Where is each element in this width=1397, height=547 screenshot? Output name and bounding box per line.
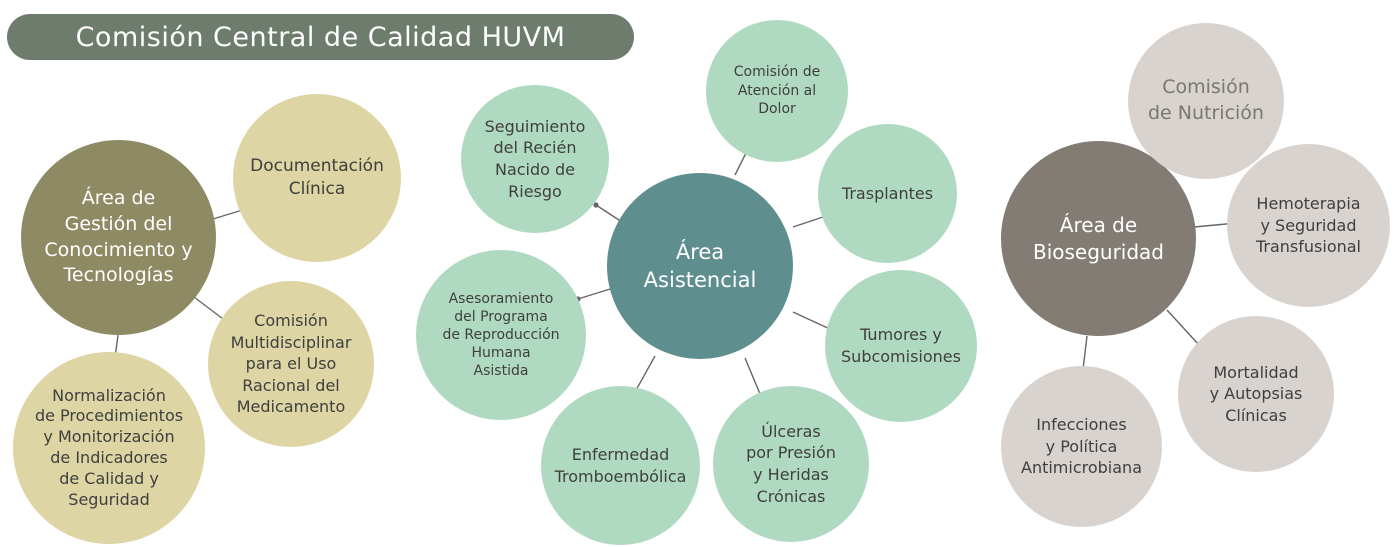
node-ulceras-label: Úlceras por Presión y Heridas Crónicas (746, 421, 836, 506)
node-ulceras-presion: Úlceras por Presión y Heridas Crónicas (713, 386, 869, 542)
node-infecciones-label: Infecciones y Política Antimicrobiana (1021, 415, 1142, 478)
link-asistencial-tumores (792, 311, 833, 331)
node-documentacion-clinica: Documentación Clínica (233, 94, 401, 262)
node-mortalidad-label: Mortalidad y Autopsias Clínicas (1209, 362, 1303, 425)
node-documentacion-label: Documentación Clínica (250, 156, 384, 199)
node-tumores-label: Tumores y Subcomisiones (841, 325, 961, 366)
node-dolor-label: Comisión de Atención al Dolor (733, 63, 821, 118)
node-comision-nutricion: Comisión de Nutrición (1128, 23, 1284, 179)
title-banner: Comisión Central de Calidad HUVM (7, 14, 634, 60)
node-hemoterapia: Hemoterapia y Seguridad Transfusional (1227, 144, 1390, 307)
node-infecciones: Infecciones y Política Antimicrobiana (1001, 366, 1162, 527)
node-atencion-dolor: Comisión de Atención al Dolor (706, 20, 848, 162)
hub-gestion-conocimiento: Área de Gestión del Conocimiento y Tecno… (21, 140, 216, 335)
link-asistencial-trasplantes (792, 215, 827, 228)
node-tumores: Tumores y Subcomisiones (825, 270, 977, 422)
link-asistencial-reproduccion (577, 288, 611, 300)
node-trombo-label: Enfermedad Tromboembólica (554, 444, 687, 486)
hub-area-bioseguridad: Área de Bioseguridad (1001, 141, 1196, 336)
node-recien-label: Seguimiento del Recién Nacido de Riesgo (484, 116, 586, 201)
node-tromboembolica: Enfermedad Tromboembólica (541, 386, 700, 545)
node-comision-medicamento: Comisión Multidisciplinar para el Uso Ra… (208, 281, 374, 447)
hub-area-asistencial: Área Asistencial (607, 173, 793, 359)
hub-asistencial-label: Área Asistencial (643, 239, 757, 292)
node-reproduccion-label: Asesoramiento del Programa de Reproducci… (442, 290, 560, 380)
node-trasplantes-label: Trasplantes (841, 183, 934, 203)
link-asistencial-trombo (634, 355, 656, 393)
link-asistencial-recien (595, 204, 623, 223)
node-recien-nacido: Seguimiento del Recién Nacido de Riesgo (461, 85, 609, 233)
node-mortalidad-autopsias: Mortalidad y Autopsias Clínicas (1178, 316, 1334, 472)
node-reproduccion-asistida: Asesoramiento del Programa de Reproducci… (416, 250, 586, 420)
node-normalizacion-procedimientos: Normalización de Procedimientos y Monito… (13, 352, 205, 544)
diagram-title: Comisión Central de Calidad HUVM (75, 21, 566, 53)
node-trasplantes: Trasplantes (818, 124, 957, 263)
node-medicamento-label: Comisión Multidisciplinar para el Uso Ra… (230, 311, 352, 417)
hub-gestion-label: Área de Gestión del Conocimiento y Tecno… (44, 187, 193, 287)
link-bio-mortalidad (1166, 309, 1200, 346)
node-normalizacion-label: Normalización de Procedimientos y Monito… (34, 385, 184, 509)
node-hemoterapia-label: Hemoterapia y Seguridad Transfusional (1255, 194, 1361, 257)
hub-bioseguridad-label: Área de Bioseguridad (1032, 212, 1165, 264)
node-nutricion-label: Comisión de Nutrición (1148, 76, 1264, 124)
